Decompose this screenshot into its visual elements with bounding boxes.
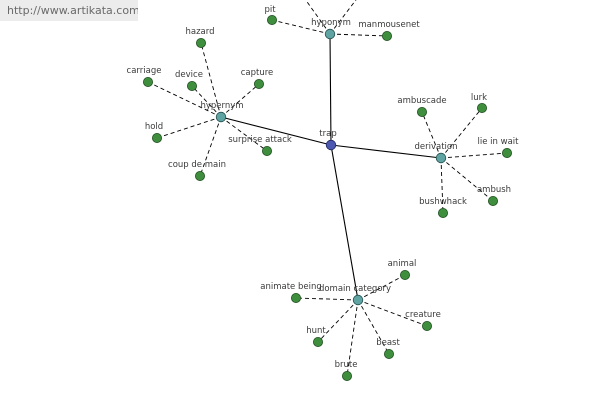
node-surprise-attack[interactable] xyxy=(261,145,272,156)
node-label-coup-de-main[interactable]: coup de main xyxy=(168,160,226,170)
node-derivation[interactable] xyxy=(435,152,447,164)
node-ambush[interactable] xyxy=(487,195,498,206)
edge-hypernym-coup-de-main xyxy=(199,116,222,177)
node-label-hyponym[interactable]: hyponym xyxy=(311,18,351,28)
edge-domain-category-animal xyxy=(357,274,406,301)
node-label-bushwhack[interactable]: bushwhack xyxy=(419,197,467,207)
node-carriage[interactable] xyxy=(142,77,153,88)
node-domain-category[interactable] xyxy=(352,294,364,306)
node-label-animate-being[interactable]: animate being xyxy=(260,282,321,292)
node-label-creature[interactable]: creature xyxy=(405,310,441,320)
node-ambuscade[interactable] xyxy=(416,107,427,118)
edge-hyponym-leaf-2 xyxy=(305,0,331,35)
edge-domain-category-creature xyxy=(357,299,428,327)
site-url[interactable]: http://www.artikata.com xyxy=(0,0,138,21)
node-hold[interactable] xyxy=(151,132,162,143)
node-label-manmousenet[interactable]: manmousenet xyxy=(358,20,420,30)
edge-trap-domain-category xyxy=(330,144,359,301)
edge-trap-hypernym xyxy=(220,116,332,146)
edge-derivation-bushwhack xyxy=(440,157,444,214)
node-label-domain-category[interactable]: domain category xyxy=(319,284,391,294)
edge-hyponym-leaf-3 xyxy=(329,0,357,35)
node-label-hunt[interactable]: hunt xyxy=(306,326,326,336)
node-label-hold[interactable]: hold xyxy=(145,122,163,132)
nodes xyxy=(142,14,512,381)
edge-hypernym-carriage xyxy=(147,81,222,118)
node-label-hazard[interactable]: hazard xyxy=(185,27,214,37)
node-pit[interactable] xyxy=(266,14,277,25)
edge-hyponym-pit xyxy=(271,19,331,35)
edge-derivation-lurk xyxy=(440,107,483,159)
edge-hypernym-device xyxy=(191,85,222,118)
node-lie-in-wait[interactable] xyxy=(501,147,512,158)
edge-hyponym-manmousenet xyxy=(329,33,388,37)
node-lurk[interactable] xyxy=(476,103,487,114)
edge-domain-category-brute xyxy=(346,299,359,377)
node-creature[interactable] xyxy=(421,320,432,331)
node-manmousenet[interactable] xyxy=(381,30,392,41)
node-beast[interactable] xyxy=(383,348,394,359)
node-animate-being[interactable] xyxy=(290,292,301,303)
edge-domain-category-hunt xyxy=(317,299,359,343)
edge-trap-hyponym xyxy=(329,33,332,146)
node-animal[interactable] xyxy=(399,269,410,280)
node-label-capture[interactable]: capture xyxy=(241,68,274,78)
edge-trap-derivation xyxy=(330,144,442,159)
node-label-carriage[interactable]: carriage xyxy=(127,66,162,76)
edge-derivation-lie-in-wait xyxy=(440,152,508,159)
node-hazard[interactable] xyxy=(195,38,206,49)
node-label-device[interactable]: device xyxy=(175,70,203,80)
node-hunt[interactable] xyxy=(312,336,323,347)
node-trap[interactable] xyxy=(325,139,337,151)
labels: pit manmousenet hazard carriage device captur… xyxy=(127,5,520,370)
node-label-lurk[interactable]: lurk xyxy=(471,93,487,103)
node-label-trap[interactable]: trap xyxy=(319,129,336,139)
edges xyxy=(147,0,508,377)
node-label-beast[interactable]: beast xyxy=(376,338,400,348)
edge-derivation-ambuscade xyxy=(421,111,442,159)
node-capture[interactable] xyxy=(253,79,264,90)
edge-domain-category-beast xyxy=(357,299,390,355)
node-label-surprise-attack[interactable]: surprise attack xyxy=(228,135,292,145)
edge-hypernym-hold xyxy=(156,116,222,139)
edge-hypernym-capture xyxy=(220,83,260,118)
node-hypernym[interactable] xyxy=(215,111,227,123)
node-brute[interactable] xyxy=(341,370,352,381)
node-device[interactable] xyxy=(186,81,197,92)
node-hyponym[interactable] xyxy=(324,28,336,40)
node-label-lie-in-wait[interactable]: lie in wait xyxy=(478,137,520,147)
node-label-ambush[interactable]: ambush xyxy=(477,185,511,195)
node-label-ambuscade[interactable]: ambuscade xyxy=(397,96,446,106)
edge-hypernym-hazard xyxy=(200,42,222,118)
node-label-brute[interactable]: brute xyxy=(335,360,358,370)
node-bushwhack[interactable] xyxy=(437,207,448,218)
node-coup-de-main[interactable] xyxy=(194,170,205,181)
node-label-pit[interactable]: pit xyxy=(264,5,276,15)
edge-derivation-ambush xyxy=(440,157,494,202)
edge-domain-category-animate-being xyxy=(295,297,359,301)
node-label-animal[interactable]: animal xyxy=(388,259,417,269)
node-label-hypernym[interactable]: hypernym xyxy=(200,101,243,111)
edge-hypernym-surprise-attack xyxy=(220,116,268,152)
node-label-derivation[interactable]: derivation xyxy=(414,142,457,152)
